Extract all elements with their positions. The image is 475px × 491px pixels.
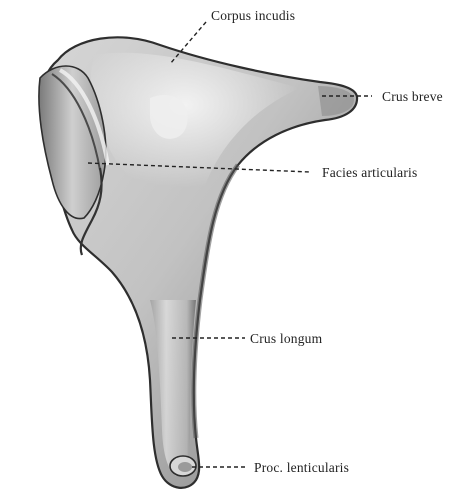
label-corpus-incudis: Corpus incudis <box>211 8 295 23</box>
label-crus-breve: Crus breve <box>382 89 443 104</box>
label-crus-longum: Crus longum <box>250 331 323 346</box>
label-proc-lenticularis: Proc. lenticularis <box>254 460 349 475</box>
label-facies-articularis: Facies articularis <box>322 165 417 180</box>
lenticular-process-inner <box>178 462 192 472</box>
incus-bone <box>39 37 357 488</box>
